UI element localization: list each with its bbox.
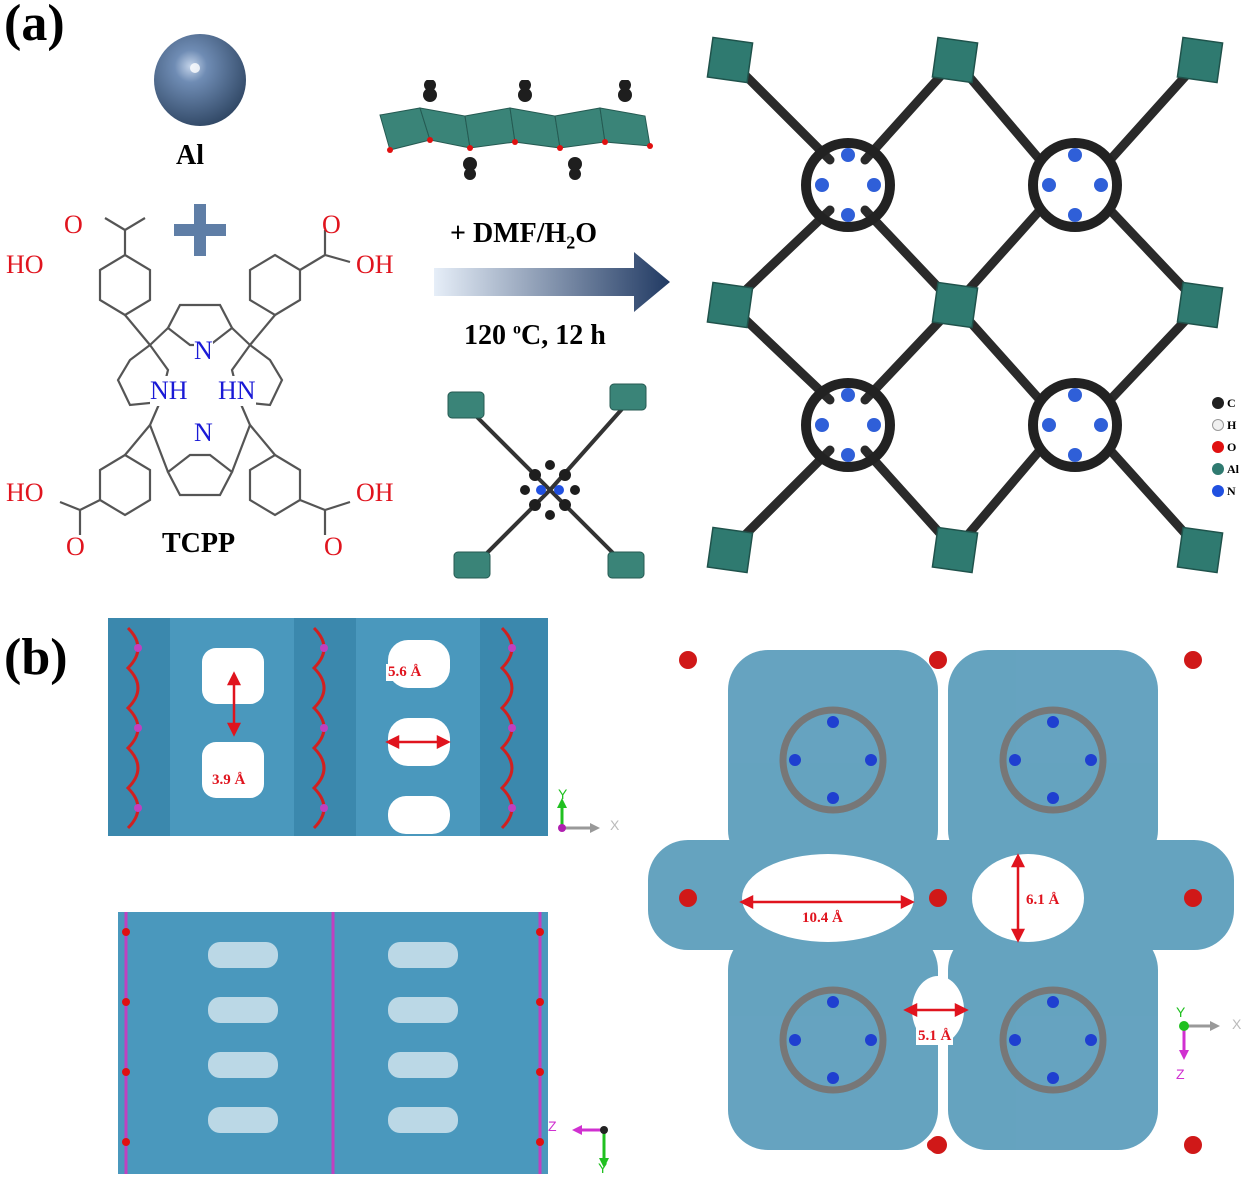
o-label-tr: O <box>322 210 341 239</box>
measure-5-6: 5.6 Å <box>386 664 424 681</box>
measure-5-1: 5.1 Å <box>916 1028 954 1045</box>
axis-x-label-r: X <box>1232 1016 1242 1032</box>
axis-triad-right <box>1179 1021 1220 1060</box>
axis-triad-top-left <box>557 798 600 833</box>
n-label-top: N <box>194 336 213 366</box>
mof-framework-a <box>706 36 1224 574</box>
reaction-arrow <box>434 252 670 312</box>
legend-swatch-n <box>1212 485 1224 497</box>
legend-swatch-c <box>1212 397 1224 409</box>
oh-label-br: OH <box>356 478 394 507</box>
reaction-solvent: + DMF/H2O <box>450 218 598 253</box>
measure-10-4: 10.4 Å <box>800 910 845 927</box>
ligand-node-view <box>447 383 647 579</box>
ho-label-bl: HO <box>6 478 44 507</box>
axis-y-label-r: Y <box>1176 1004 1186 1020</box>
o-label-bl: O <box>66 532 85 561</box>
plus-icon <box>174 204 226 256</box>
axis-triad-bottom-left <box>572 1125 609 1168</box>
legend-item-c: C <box>1212 392 1254 414</box>
pore-view-top-left <box>108 618 548 836</box>
legend-swatch-h <box>1212 419 1224 431</box>
legend-swatch-o <box>1212 441 1224 453</box>
axis-x-label-tl: X <box>610 817 620 833</box>
legend-swatch-al <box>1212 463 1224 475</box>
oh-label-tr: OH <box>356 250 394 279</box>
ho-label-tl: HO <box>6 250 44 279</box>
axis-y-label-tl: Y <box>558 786 568 802</box>
ligand-name: TCPP <box>162 528 236 559</box>
n-label-bottom: N <box>194 418 213 448</box>
reaction-conditions: 120 oC, 12 h <box>464 320 606 351</box>
pore-view-right <box>648 650 1234 1154</box>
panel-b-label: (b) <box>4 629 68 686</box>
al-sphere-icon <box>154 34 246 126</box>
axis-z-label-r: Z <box>1176 1066 1185 1082</box>
measure-6-1: 6.1 Å <box>1024 892 1062 909</box>
al-oxide-chain <box>379 80 653 180</box>
measure-3-9: 3.9 Å <box>210 772 248 789</box>
tcpp-structure <box>59 217 351 535</box>
metal-label: Al <box>176 140 204 171</box>
o-label-tl: O <box>64 210 83 239</box>
axis-y-label-bl: Y <box>598 1160 608 1176</box>
nh-label: NH <box>150 376 188 406</box>
panel-a-label: (a) <box>4 0 65 52</box>
o-label-br: O <box>324 532 343 561</box>
legend-item-h: H <box>1212 414 1254 436</box>
legend-item-o: O <box>1212 436 1254 458</box>
axis-z-label-bl: Z <box>548 1118 557 1134</box>
hn-label: HN <box>218 376 256 406</box>
atom-legend: C H O Al N <box>1212 392 1254 502</box>
pore-view-bottom-left <box>118 912 548 1174</box>
legend-item-n: N <box>1212 480 1254 502</box>
legend-item-al: Al <box>1212 458 1254 480</box>
